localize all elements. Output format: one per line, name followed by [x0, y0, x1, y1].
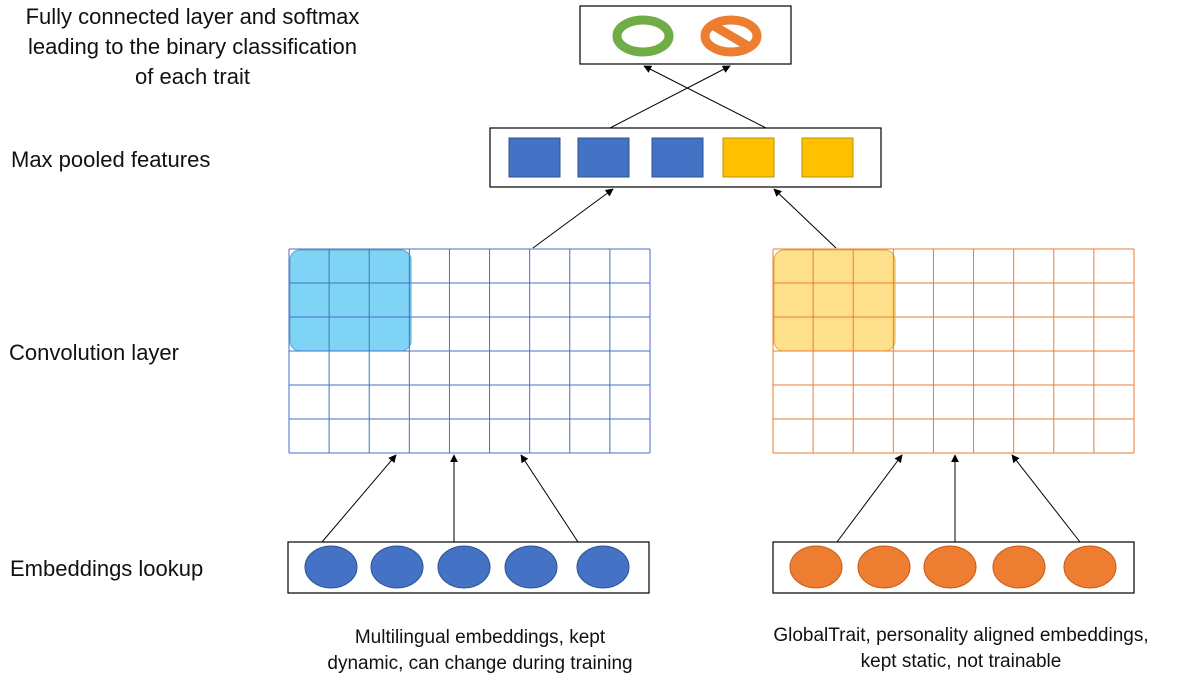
filter-window-blue: [289, 249, 412, 352]
feature-squares: [508, 137, 854, 178]
embedding-circle-blue: [504, 545, 558, 589]
arrow-pool-to-negative: [609, 65, 731, 129]
arrow-emb-blue-1: [321, 454, 397, 543]
embeddings-globaltrait: [789, 545, 1117, 589]
feature-square-yellow: [722, 137, 775, 178]
embedding-circle-blue: [370, 545, 424, 589]
feature-square-blue: [508, 137, 561, 178]
embedding-circle-orange: [992, 545, 1046, 589]
feature-square-blue: [577, 137, 630, 178]
arrow-emb-orange-1: [836, 454, 903, 543]
arrow-emb-orange-3: [1011, 454, 1081, 543]
globaltrait-caption: GlobalTrait, personality aligned embeddi…: [773, 625, 1149, 672]
arrow-emb-blue-3: [520, 454, 579, 543]
convolution-grid-globaltrait: [772, 248, 1135, 454]
convolution-label: Convolution layer: [9, 340, 179, 365]
embedding-circle-blue: [437, 545, 491, 589]
max-pooled-label: Max pooled features: [11, 147, 211, 172]
feature-square-yellow: [801, 137, 854, 178]
arrow-grid-blue-to-pool: [532, 188, 614, 249]
embedding-circle-orange: [857, 545, 911, 589]
embedding-circle-orange: [1063, 545, 1117, 589]
embedding-circle-blue: [304, 545, 358, 589]
multilingual-caption: Multilingual embeddings, kept dynamic, c…: [327, 627, 633, 674]
positive-class-icon: [612, 15, 674, 57]
arrow-pool-to-positive: [643, 65, 767, 129]
embeddings-multilingual: [304, 545, 630, 589]
convolution-grid-multilingual: [288, 248, 651, 454]
negative-class-icon: [700, 15, 762, 57]
embedding-circle-orange: [789, 545, 843, 589]
embeddings-label: Embeddings lookup: [10, 556, 204, 581]
classification-label: Fully connected layer and softmax leadin…: [25, 4, 360, 89]
embedding-circle-blue: [576, 545, 630, 589]
arrow-grid-orange-to-pool: [773, 188, 837, 249]
feature-square-blue: [651, 137, 704, 178]
embedding-circle-orange: [923, 545, 977, 589]
filter-window-yellow: [773, 249, 896, 352]
